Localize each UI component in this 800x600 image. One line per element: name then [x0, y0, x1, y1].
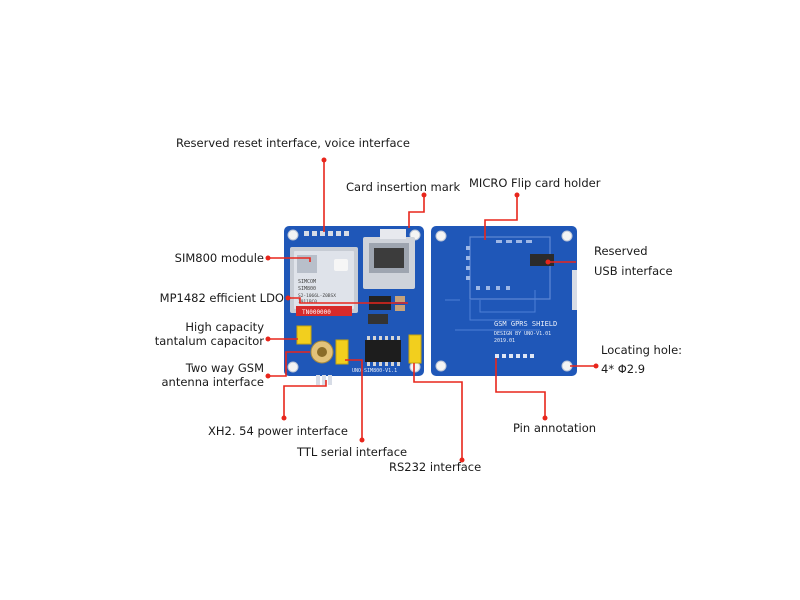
- smd-part: [395, 296, 405, 302]
- yellow-connector: [408, 334, 422, 364]
- yellow-connector: [335, 339, 349, 365]
- mounting-hole: [435, 360, 447, 372]
- leader-ldo: [288, 297, 408, 304]
- leader-pin: [495, 358, 546, 418]
- via-pads: [466, 240, 532, 290]
- back-board: GSM GPRS SHIELD DESIGN BY UNO-V1.01 2019…: [431, 226, 577, 376]
- pin-annotation-row: [495, 354, 534, 358]
- leader-card-mark: [408, 195, 425, 228]
- card-holder-front: [363, 229, 415, 289]
- sim800-module: SIMCOM SIM800 S2-1066L-Z0BSX 1911BC0 TN0…: [290, 247, 358, 316]
- leader-rs232: [413, 363, 463, 460]
- sim-chip-text-1: SIMCOM: [298, 279, 316, 285]
- label-ldo: MP1482 efficient LDO: [159, 291, 284, 305]
- label-micro: MICRO Flip card holder: [469, 176, 601, 190]
- tantalum-capacitor: [296, 325, 312, 345]
- back-silkscreen-2: DESIGN BY UNO-V1.01: [494, 331, 551, 337]
- pcb-traces: [445, 290, 540, 331]
- back-silkscreen-1: GSM GPRS SHIELD: [494, 320, 557, 328]
- label-tantalum-2: tantalum capacitor: [154, 334, 264, 348]
- smd-part: [395, 305, 405, 311]
- label-antenna-1: Two way GSM: [185, 361, 264, 375]
- mounting-hole: [561, 230, 573, 242]
- leader-xh: [283, 380, 327, 418]
- back-board-pcb: [431, 226, 577, 376]
- label-reserved-usb-2: USB interface: [594, 264, 673, 278]
- mounting-hole: [287, 361, 299, 373]
- top-header-pins: [304, 231, 349, 236]
- label-locating-2: 4* Φ2.9: [601, 362, 646, 376]
- rs232-ic: [365, 336, 401, 366]
- mounting-hole: [435, 230, 447, 242]
- back-silkscreen-3: 2019.01: [494, 338, 515, 344]
- bottom-pins: [316, 375, 332, 385]
- sim-chip-text-3: S2-1066L-Z0BSX: [298, 293, 336, 299]
- label-tantalum-1: High capacity: [185, 320, 264, 334]
- leader-ttl: [345, 359, 363, 440]
- label-card-mark: Card insertion mark: [346, 180, 461, 194]
- label-reserved-usb-1: Reserved: [594, 244, 648, 258]
- label-reset: Reserved reset interface, voice interfac…: [176, 136, 410, 150]
- label-ttl: TTL serial interface: [297, 445, 408, 459]
- label-xh: XH2. 54 power interface: [208, 424, 348, 438]
- sim-chip-text-2: SIM800: [298, 286, 316, 292]
- side-header: [572, 270, 577, 310]
- smd-part: [368, 314, 388, 324]
- sim-chip-text-4: 1911BC0: [298, 299, 317, 305]
- leader-dots: [265, 157, 599, 463]
- leader-micro: [484, 195, 518, 240]
- leader-antenna: [268, 351, 310, 377]
- label-rs232: RS232 interface: [389, 460, 482, 474]
- usb-pad-area: [530, 254, 554, 266]
- antenna-connector: [310, 340, 334, 364]
- label-locating-1: Locating hole:: [601, 343, 683, 357]
- sim-chip-text-5: TN000000: [302, 309, 331, 316]
- mounting-hole: [287, 229, 299, 241]
- label-sim800: SIM800 module: [174, 251, 264, 265]
- front-board: SIMCOM SIM800 S2-1066L-Z0BSX 1911BC0 TN0…: [284, 226, 424, 385]
- label-pin: Pin annotation: [513, 421, 597, 435]
- front-board-id: UNO-SIM800-V1.1: [352, 368, 397, 374]
- leader-sim800: [268, 257, 311, 262]
- label-antenna-2: antenna interface: [161, 375, 265, 389]
- leader-lines: [268, 160, 596, 460]
